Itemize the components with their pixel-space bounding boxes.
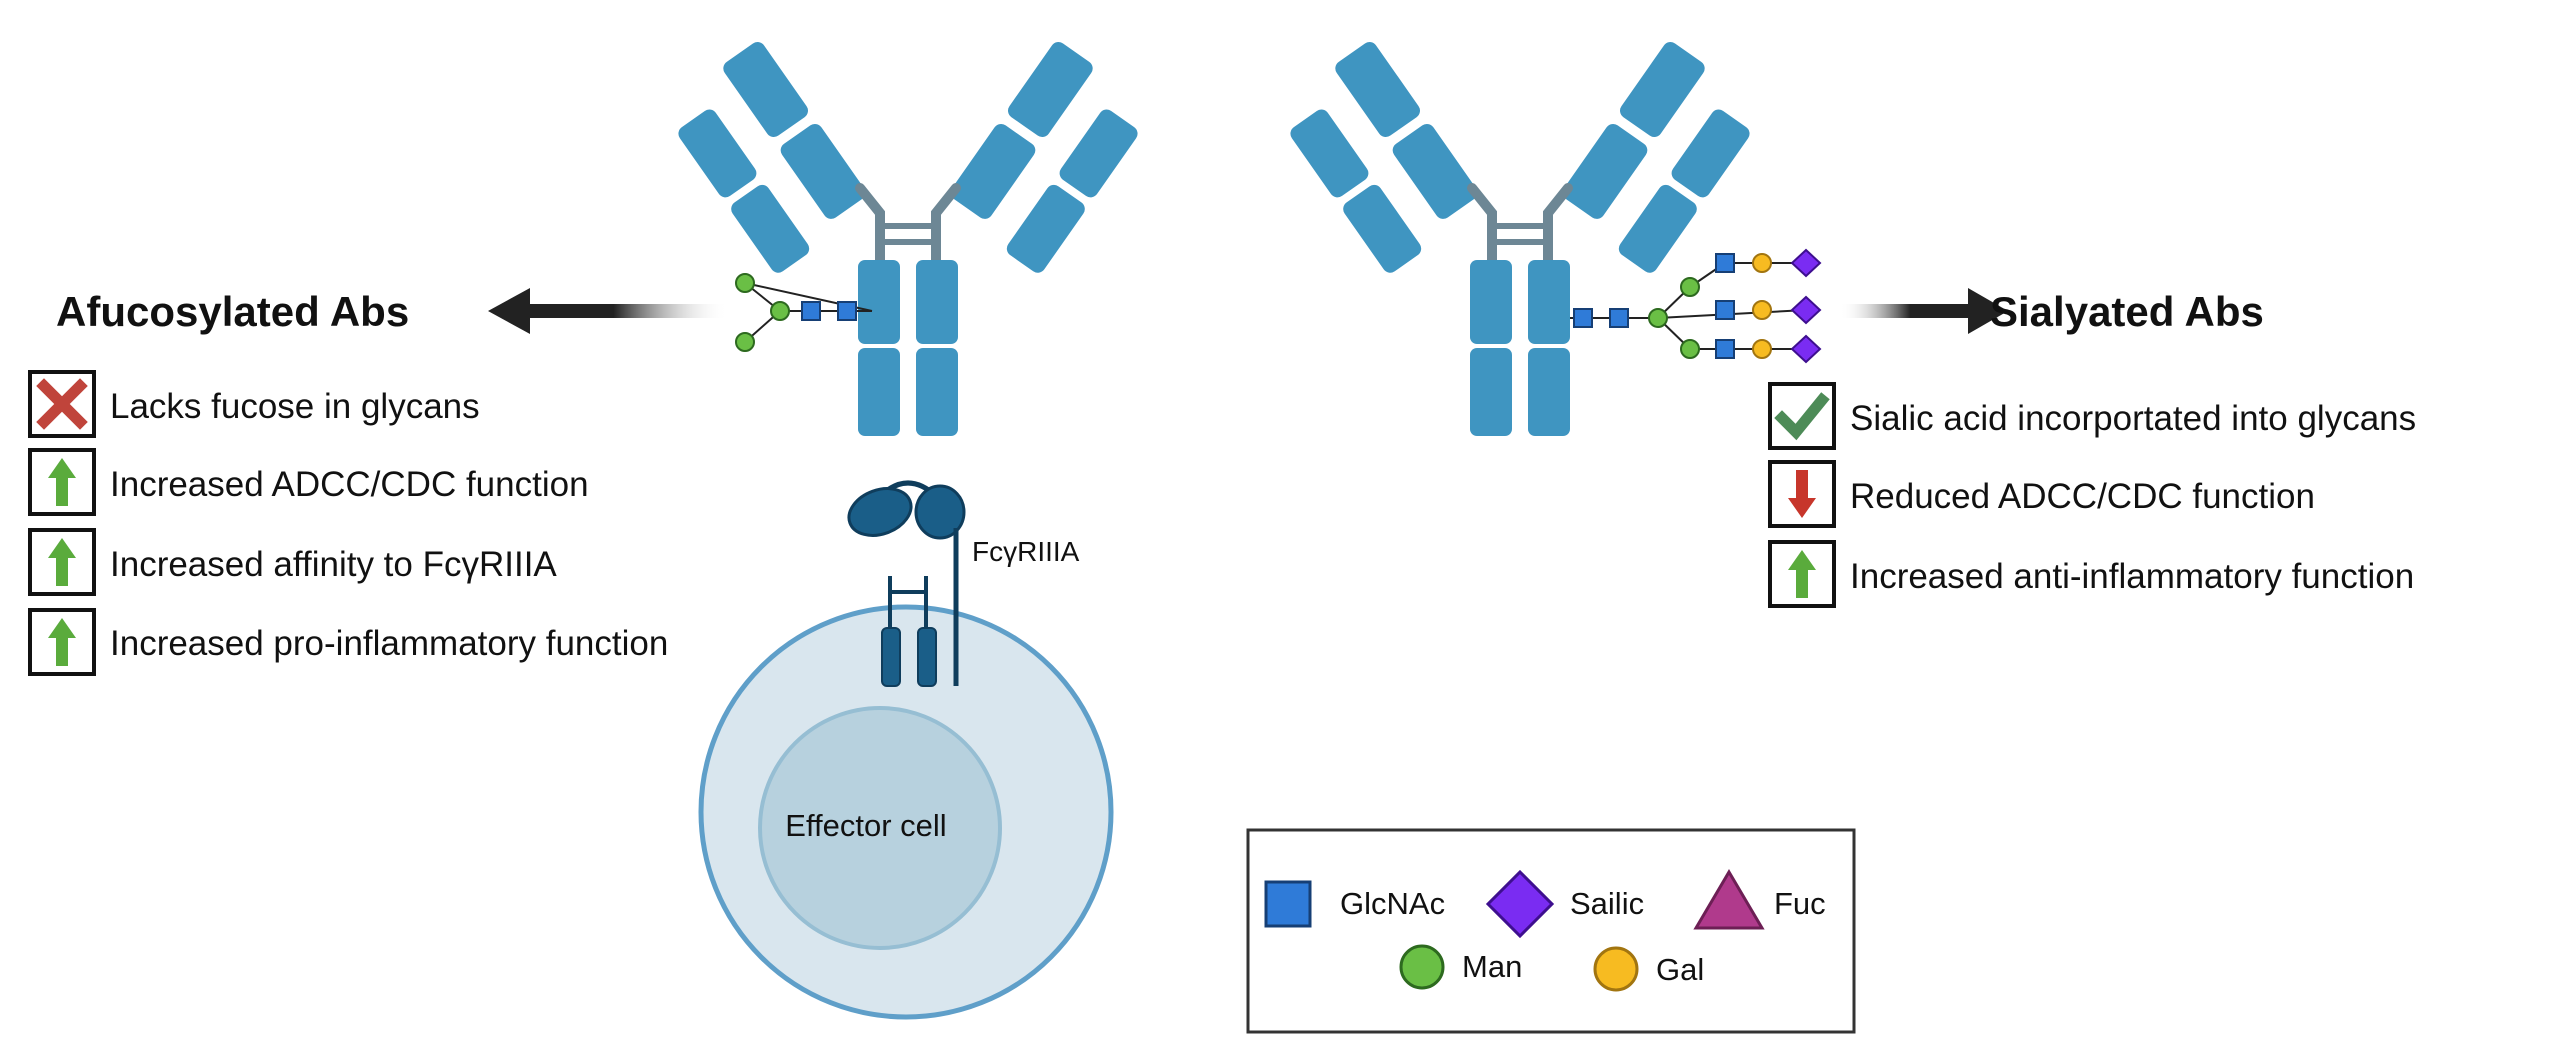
galactose-icon xyxy=(1752,253,1772,273)
glcnac-icon xyxy=(801,301,821,321)
galactose-icon xyxy=(1593,946,1639,992)
list-item-label: Increased ADCC/CDC function xyxy=(110,465,589,504)
legend-box xyxy=(1246,828,1856,1034)
list-item-label: Lacks fucose in glycans xyxy=(110,387,480,426)
sialyated-glycan xyxy=(1570,248,1822,364)
glcnac-icon xyxy=(1264,880,1312,928)
list-item: Reduced ADCC/CDC function xyxy=(1768,460,2315,528)
legend-label: Gal xyxy=(1656,952,1704,987)
up-arrow-icon xyxy=(48,458,76,506)
fc-receptor: FcγRIIIA xyxy=(847,480,1080,687)
afucosylated-glycan xyxy=(735,273,873,352)
sialyated-antibody xyxy=(1287,39,1752,436)
check-icon xyxy=(1774,392,1830,441)
mannose-icon xyxy=(1680,277,1700,297)
list-item: Increased anti-inflammatory function xyxy=(1768,540,2414,608)
legend-item-glcnac: GlcNAc xyxy=(1264,880,1445,928)
legend-label: Man xyxy=(1462,949,1522,984)
afucosylated-title: Afucosylated Abs xyxy=(56,288,409,335)
cell-nucleus xyxy=(758,706,1002,950)
mannose-icon xyxy=(770,301,790,321)
glcnac-icon xyxy=(1609,308,1629,328)
legend-item-fuc: Fuc xyxy=(1693,869,1826,930)
galactose-icon xyxy=(1752,339,1772,359)
list-item: Increased pro-inflammatory function xyxy=(28,608,668,676)
mannose-icon xyxy=(735,332,755,352)
fucose-icon xyxy=(1693,869,1765,930)
list-item: Sialic acid incorportated into glycans xyxy=(1768,382,2416,450)
effector-cell: Effector cell xyxy=(698,604,1114,1020)
mannose-icon xyxy=(1399,944,1445,990)
glcnac-icon xyxy=(837,301,857,321)
list-item-label: Reduced ADCC/CDC function xyxy=(1850,477,2315,516)
list-item: Increased ADCC/CDC function xyxy=(28,448,589,516)
legend-item-gal: Gal xyxy=(1593,946,1704,992)
legend-label: GlcNAc xyxy=(1340,886,1445,921)
up-arrow-icon xyxy=(48,538,76,586)
galactose-icon xyxy=(1752,300,1772,320)
mannose-icon xyxy=(1648,308,1668,328)
cross-icon xyxy=(36,378,88,430)
up-arrow-icon xyxy=(1788,550,1816,598)
mannose-icon xyxy=(1680,339,1700,359)
glcnac-icon xyxy=(1715,300,1735,320)
afucosylated-antibody xyxy=(675,39,1140,436)
legend-item-sialic: Sailic xyxy=(1485,869,1644,939)
sialic-acid-icon xyxy=(1790,248,1822,278)
mannose-icon xyxy=(735,273,755,293)
up-arrow-icon xyxy=(48,618,76,666)
list-item-label: Sialic acid incorportated into glycans xyxy=(1850,399,2416,438)
sialyated-title: Sialyated Abs xyxy=(1990,288,2264,335)
list-item-label: Increased affinity to Fcγ​RIIIA xyxy=(110,545,557,584)
legend-label: Fuc xyxy=(1774,886,1826,921)
list-item-label: Increased anti-inflammatory function xyxy=(1850,557,2414,596)
sialic-acid-icon xyxy=(1790,334,1822,364)
list-item: Lacks fucose in glycans xyxy=(28,370,480,438)
sialic-acid-icon xyxy=(1485,869,1555,939)
legend-label: Sailic xyxy=(1570,886,1644,921)
legend-item-man: Man xyxy=(1399,944,1522,990)
sialyated-property-list: Sialic acid incorportated into glycans R… xyxy=(1768,382,2416,608)
glcnac-icon xyxy=(1715,339,1735,359)
list-item: Increased affinity to Fcγ​RIIIA xyxy=(28,528,557,596)
afucosylated-property-list: Lacks fucose in glycans Increased ADCC/C… xyxy=(28,370,668,676)
sialic-acid-icon xyxy=(1790,295,1822,325)
right-arrow xyxy=(1840,288,2008,334)
legend: GlcNAc Sailic Fuc Man Gal xyxy=(1246,828,1856,1034)
glcnac-icon xyxy=(1715,253,1735,273)
down-arrow-icon xyxy=(1788,470,1816,518)
receptor-label: FcγRIIIA xyxy=(972,536,1080,567)
glcnac-icon xyxy=(1573,308,1593,328)
cell-label: Effector cell xyxy=(785,808,946,843)
list-item-label: Increased pro-inflammatory function xyxy=(110,624,668,663)
left-arrow xyxy=(488,288,728,334)
